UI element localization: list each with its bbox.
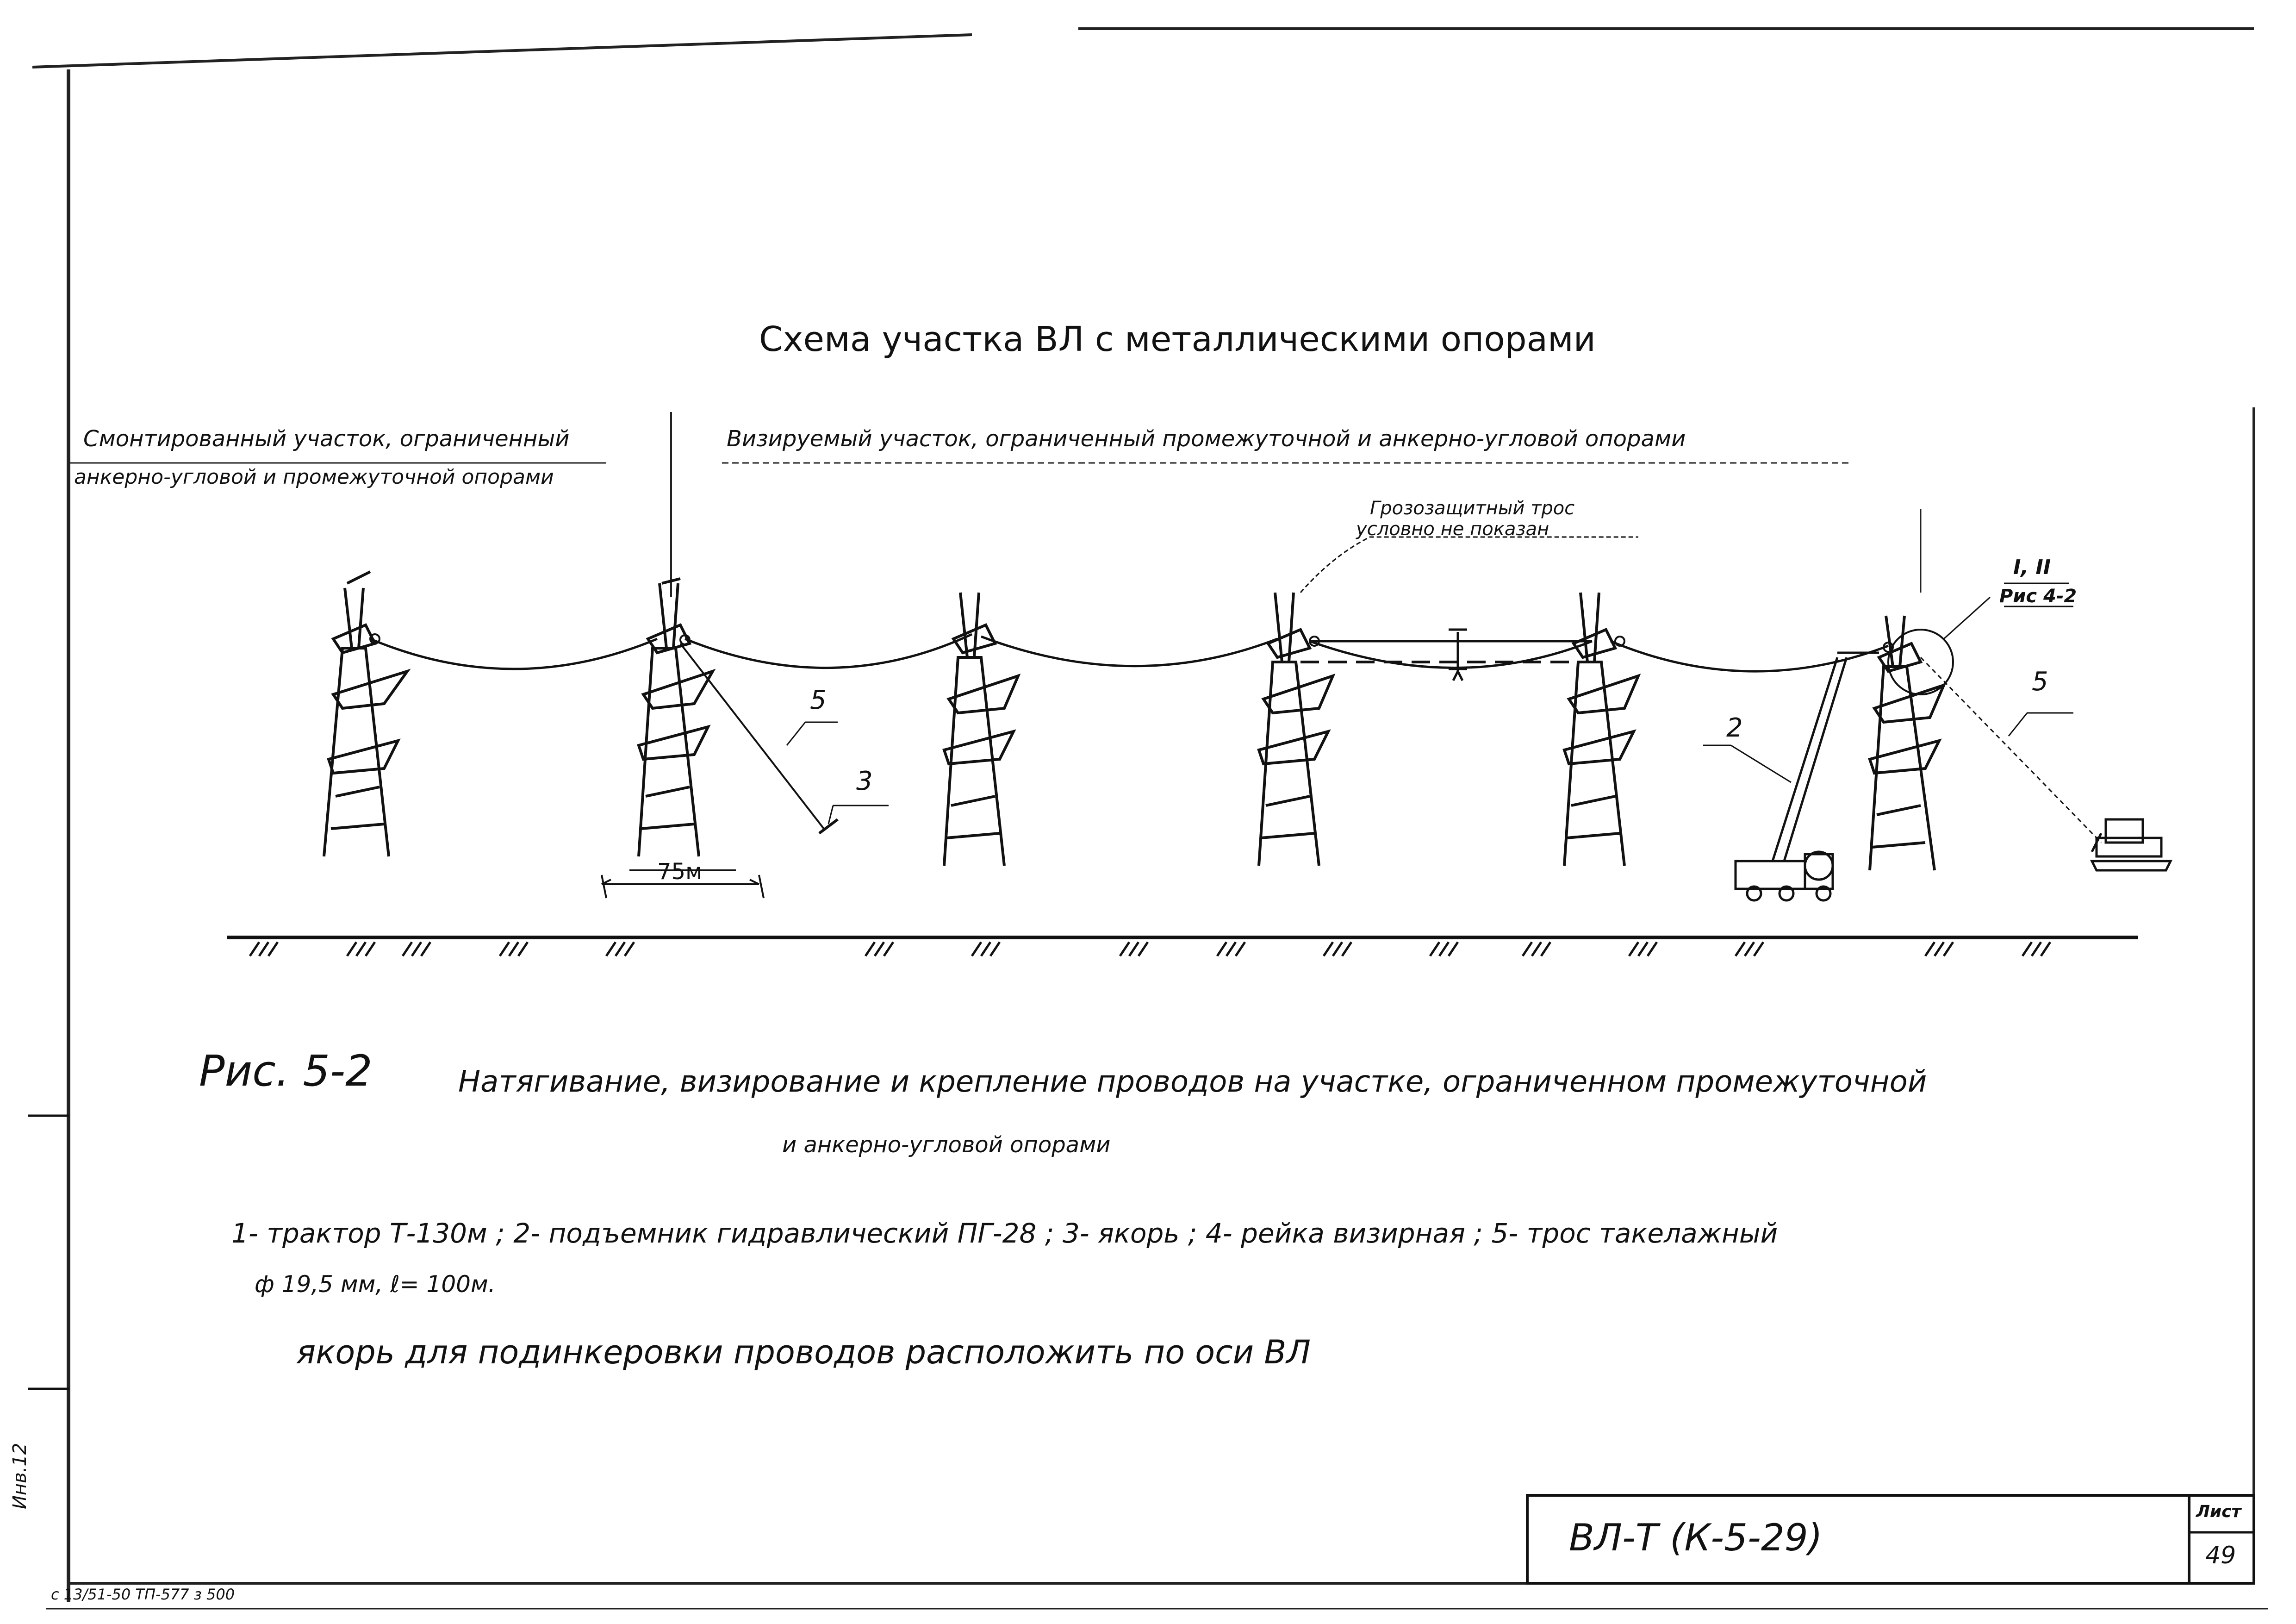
tower-1: [323, 570, 411, 857]
figure-number: Рис. 5-2: [199, 1046, 373, 1096]
pulley: [1614, 636, 1625, 647]
callout-3: 3: [856, 766, 873, 796]
placement-note: якорь для подинкеровки проводов располож…: [296, 1333, 1311, 1371]
dimension-label: 75м: [657, 859, 703, 885]
callout-5-right: 5: [2032, 667, 2048, 697]
tower-6: [1868, 615, 1947, 871]
conductor-spans: [370, 633, 1889, 673]
tower-3: [942, 592, 1021, 866]
callout-5-right-leader: [2008, 712, 2028, 737]
ref-leader: [1943, 596, 1991, 640]
diagram-title: Схема участка ВЛ с металлическими опорам…: [759, 319, 1596, 359]
tackle-rope-right: [1920, 656, 2102, 843]
ground-hatching: [249, 941, 2052, 957]
tackle-rope-left: [679, 643, 825, 830]
section-right-label: Визируемый участок, ограниченный промежу…: [727, 426, 1686, 452]
tower-4: [1257, 592, 1336, 866]
dimension-75m: [601, 869, 765, 899]
callout-3-leader: [828, 805, 834, 824]
section-left-line2: анкерно-угловой и промежуточной опорами: [74, 465, 554, 489]
bottom-margin-code: с 13/51-50 ТП-577 з 500: [51, 1586, 235, 1603]
pulley: [369, 633, 380, 644]
detail-circle: [1887, 629, 1954, 695]
frame-top-left: [32, 33, 972, 69]
side-margin-code: Инв.12: [9, 1443, 31, 1509]
ref-fig: Рис 4-2: [1999, 586, 2077, 607]
caption-line2: и анкерно-угловой опорами: [782, 1132, 1111, 1158]
pulley: [1883, 642, 1894, 653]
tower-2: [637, 577, 716, 857]
sheet-label: Лист: [2196, 1502, 2241, 1521]
sheet-number: 49: [2205, 1542, 2236, 1569]
callout-5-left-leader: [786, 722, 806, 746]
drawing-code: ВЛ-Т (К-5-29): [1569, 1516, 1823, 1559]
ground-wire-leader: [1300, 536, 1638, 593]
callout-5-left: 5: [810, 685, 827, 715]
hydraulic-lift: [1734, 651, 1879, 902]
ground-wire-note-1: Грозозащитный трос: [1370, 498, 1575, 519]
title-block: [1526, 1494, 2255, 1585]
section-left-line1: Смонтированный участок, ограниченный: [83, 426, 570, 452]
ground-wire-note-2: условно не показан: [1356, 518, 1549, 540]
sag-marker: [1449, 628, 1467, 681]
callout-2-leader: [1730, 744, 1792, 783]
legend-line2: ф 19,5 мм, ℓ= 100м.: [255, 1271, 496, 1298]
callout-2: 2: [1726, 713, 1743, 743]
anchor-3: [818, 818, 839, 835]
pulley: [679, 634, 691, 645]
caption-line1: Натягивание, визирование и крепление про…: [458, 1065, 1927, 1099]
tower-5: [1562, 592, 1641, 866]
legend-line1: 1- трактор Т-130м ; 2- подъемник гидравл…: [231, 1218, 1778, 1249]
pulley: [1309, 636, 1320, 647]
tractor: [2090, 818, 2173, 872]
ref-roman: I, II: [2013, 556, 2051, 579]
